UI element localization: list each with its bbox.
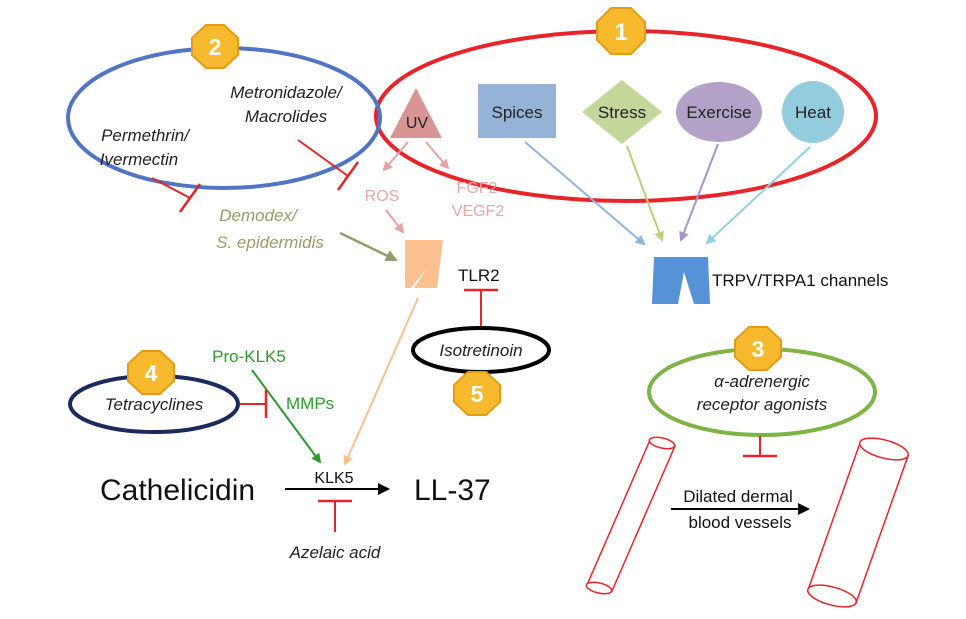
exercise-label: Exercise [686, 103, 751, 122]
tlr2-label: TLR2 [458, 266, 500, 285]
metronidazole-label-line2: Macrolides [245, 107, 328, 126]
alpha-agonist-label-line1: α-adrenergic [714, 372, 810, 391]
permethrin-label-line2: Ivermectin [100, 150, 178, 169]
ros-label: ROS [365, 188, 400, 205]
stress-diamond [582, 80, 662, 144]
spices-rectangle [478, 84, 556, 138]
tetracyclines-label: Tetracyclines [105, 395, 204, 414]
permethrin-inhibition-bar [178, 183, 202, 213]
isotretinoin-label: Isotretinoin [439, 341, 522, 360]
badge-5: 5 [453, 371, 501, 416]
vegf2-label: VEGF2 [452, 203, 505, 220]
tlr2-to-klk5-arrow [343, 297, 419, 466]
vessels-label-line1: Dilated dermal [683, 487, 793, 506]
ll37-label: LL-37 [414, 474, 491, 507]
uv-to-ros-arrow [382, 141, 409, 172]
spices-to-trpv-arrow [524, 141, 646, 246]
right-blood-vessel [806, 437, 910, 608]
demodex-to-tlr2-arrow [339, 231, 398, 262]
metronidazole-inhibition-bar [336, 161, 360, 191]
pro-klk5-label: Pro-KLK5 [212, 347, 286, 366]
pro-klk5-to-klk5-arrow [251, 369, 322, 464]
alpha-agonist-label-line2: receptor agonists [697, 395, 828, 414]
spices-label: Spices [491, 103, 542, 122]
stress-label: Stress [598, 103, 646, 122]
ros-to-tlr2-arrow [385, 209, 405, 234]
heat-to-trpv-arrow [705, 146, 811, 245]
cathelicidin-label: Cathelicidin [100, 474, 255, 507]
metronidazole-label-line1: Metronidazole/ [230, 83, 344, 102]
demodex-label-line2: S. epidermidis [216, 233, 324, 252]
badge-1-number: 1 [614, 19, 627, 46]
badge-2-number: 2 [209, 34, 222, 60]
permethrin-label-line1: Permethrin/ [101, 126, 191, 145]
badge-3: 3 [734, 326, 782, 371]
left-blood-vessel [585, 436, 677, 595]
uv-label: UV [406, 115, 429, 132]
exercise-ellipse [676, 82, 762, 142]
mmps-label: MMPs [286, 394, 334, 413]
permethrin-inhibition-line [151, 177, 191, 199]
uv-triangle [390, 88, 442, 138]
stress-to-trpv-arrow [626, 145, 664, 242]
vessels-label-line2: blood vessels [688, 513, 791, 532]
demodex-label-line1: Demodex/ [219, 206, 299, 225]
uv-to-fgf2-arrow [425, 141, 450, 170]
klk5-label: KLK5 [314, 470, 353, 487]
heat-label: Heat [795, 103, 831, 122]
tlr2-receptor-shape [405, 240, 443, 288]
badge-1: 1 [596, 7, 646, 55]
azelaic-acid-label: Azelaic acid [289, 543, 381, 562]
heat-circle [782, 81, 844, 143]
badge-4-number: 4 [145, 360, 158, 386]
exercise-to-trpv-arrow [679, 143, 719, 242]
trpv-channel-shape [652, 257, 710, 304]
fgf2-label: FGF2 [457, 180, 498, 197]
metronidazole-inhibition-line [297, 139, 349, 177]
badge-2: 2 [191, 24, 239, 69]
badge-5-number: 5 [471, 381, 484, 407]
trpv-label: TRPV/TRPA1 channels [712, 271, 888, 290]
badge-3-number: 3 [752, 336, 765, 362]
badge-4: 4 [127, 350, 175, 395]
